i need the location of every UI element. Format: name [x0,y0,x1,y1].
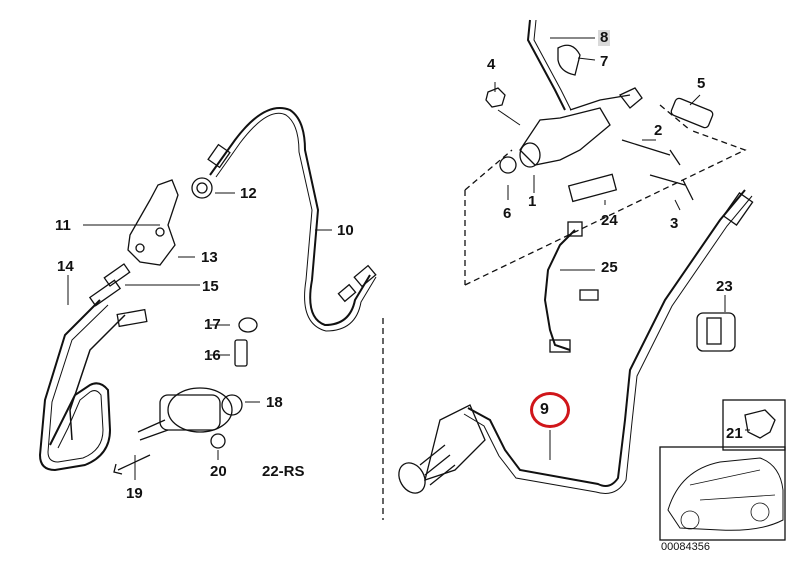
nut-20 [210,433,226,449]
label-18: 18 [266,394,283,411]
bolt-2 [621,139,681,166]
highlight-circle [530,392,570,428]
hose-line-10 [209,107,371,327]
label-11: 11 [55,217,71,234]
dashed-outline-left [464,149,513,285]
label-4: 4 [487,56,496,73]
nut-12 [191,177,213,199]
bolt-3 [649,174,694,201]
label-25: 25 [601,259,618,276]
inset-car-frame [659,446,786,541]
dashed-outline-right [464,104,747,286]
label-23: 23 [716,278,733,295]
sensor-25 [543,229,576,351]
label-7: 7 [600,53,609,70]
clamp-7 [557,44,581,76]
bleed-screw-16 [234,339,248,367]
label-14: 14 [57,258,74,275]
label-9: 9 [540,401,549,418]
label-10: 10 [337,222,354,239]
label-3: 3 [670,215,679,232]
label-2: 2 [654,122,663,139]
label-1: 1 [528,193,537,210]
hose-end-9 [424,404,486,481]
bolt-19 [113,454,151,475]
bracket-11 [127,179,179,266]
label-17: 17 [204,316,221,333]
label-19: 19 [126,485,143,502]
label-21: 21 [726,425,743,442]
clip-24 [567,173,618,203]
cap-17 [238,317,258,333]
label-13: 13 [201,249,218,266]
inset-21-frame [722,399,786,451]
label-24: 24 [601,212,618,229]
label-8: 8 [598,29,611,46]
label-5: 5 [697,75,706,92]
slave-cylinder-18 [167,387,233,433]
line-9 [467,189,746,487]
label-6: 6 [503,205,512,222]
pipe-loop-14 [38,299,112,472]
label-12: 12 [240,185,257,202]
inset-car [667,457,784,531]
master-cylinder-1 [519,107,611,166]
label-16: 16 [204,347,221,364]
label-22-rs: 22-RS [262,463,305,480]
label-20: 20 [210,463,227,480]
clevis-5 [618,87,643,109]
nut-4 [485,87,506,108]
o-ring-6 [499,156,517,174]
grommet-23 [696,312,736,352]
label-15: 15 [202,278,219,295]
reference-code: 00084356 [661,541,710,553]
feed-line-8 [526,19,566,111]
grommet-21 [744,409,776,439]
